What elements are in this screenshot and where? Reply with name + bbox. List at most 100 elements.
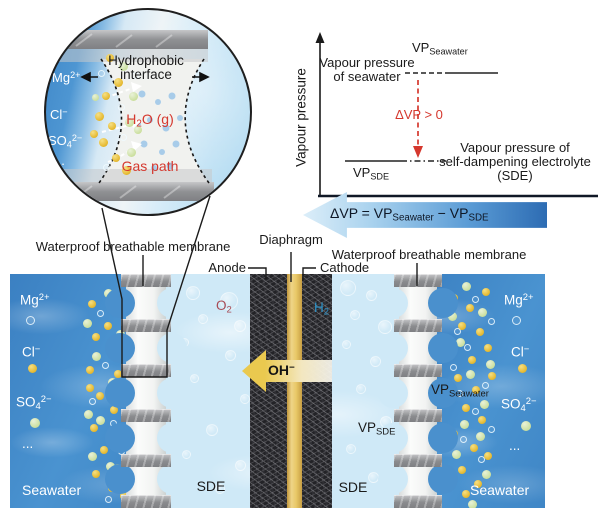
ion-dot: [83, 319, 92, 328]
ion-dot: [84, 410, 93, 419]
sde-label-right: SDE: [338, 479, 368, 495]
ion-dot: [95, 112, 104, 121]
more-ions-label-right: ...: [509, 438, 521, 453]
ion-dot: [462, 490, 470, 498]
mg-ion-label-right: Mg2+: [504, 292, 534, 308]
ion-dot: [478, 416, 486, 424]
membrane-notch: [378, 423, 408, 453]
waterproof-breathable-membrane-right: [378, 274, 458, 508]
bar-streaks: [75, 33, 181, 199]
ion-dot: [92, 352, 101, 361]
inset-cl-ion-label: Cl−: [50, 107, 68, 123]
inset-bottom-bar-shadow: [50, 169, 212, 182]
ion-dot: [480, 400, 489, 409]
membrane-bar: [121, 454, 171, 467]
bubble: [215, 484, 225, 494]
graph-seawater-desc-line2: of seawater: [333, 69, 401, 84]
delta-vp-formula: ΔVP = VPSeawater − VPSDE: [330, 205, 489, 224]
ion-dot: [448, 312, 457, 321]
ion-dot: [86, 384, 94, 392]
waterproof-membrane-label-right: Waterproof breathable membrane: [331, 247, 527, 262]
bubble: [240, 394, 250, 404]
bubble: [198, 314, 208, 324]
membrane-notch: [428, 378, 458, 408]
membrane-notch: [378, 378, 408, 408]
ion-dot: [484, 452, 492, 460]
hydrogen-label: H2: [314, 300, 329, 318]
seawater-label-left: Seawater: [22, 482, 82, 498]
bubble: [234, 320, 246, 332]
ion-dot: [96, 416, 105, 425]
bubble: [220, 292, 238, 310]
inset-bottom-membrane-bar: [48, 182, 214, 201]
hydrophobic-interface-label: Hydrophobic interface: [80, 54, 212, 82]
hydrophobic-line1: Hydrophobic: [108, 53, 184, 68]
membrane-bar: [121, 364, 171, 377]
inset-top-membrane-bar: [48, 30, 208, 49]
membrane-bar: [394, 319, 442, 332]
ion-dot: [99, 138, 108, 147]
seawater-label-right: Seawater: [470, 482, 530, 498]
membrane-bar: [394, 454, 442, 467]
ion-dot: [456, 338, 465, 347]
ion-dot: [104, 322, 112, 330]
ion-dot: [482, 470, 491, 479]
bubble: [378, 320, 392, 334]
membrane-notch: [157, 288, 187, 318]
ion-dot: [92, 470, 100, 478]
graph-delta-vp-note: ΔVP > 0: [395, 107, 443, 122]
ion-dot: [88, 300, 96, 308]
diaphragm: [287, 274, 302, 508]
waterproof-breathable-membrane-left: [105, 274, 187, 508]
membrane-notch: [105, 378, 135, 408]
oh-ion-label: OH−: [268, 362, 295, 378]
ion-dot: [458, 466, 466, 474]
inset-graphics: [48, 30, 214, 201]
ion-dot: [466, 304, 474, 312]
ion-dot: [96, 392, 104, 400]
ion-dot: [106, 54, 114, 62]
ion-dot: [28, 364, 37, 373]
ion-dot: [482, 288, 490, 296]
mg-ion-label-left: Mg2+: [20, 292, 50, 308]
ion-dot: [454, 374, 462, 382]
vp-seawater-cell-label: VPSeawater: [431, 382, 489, 400]
ion-dot: [134, 126, 142, 134]
membrane-bar: [394, 364, 442, 377]
ion-dot: [470, 444, 478, 452]
hydroxide-transport-arrow: OH−: [242, 350, 332, 392]
membrane-notch: [157, 333, 187, 363]
graph-sde-desc-line2: self-dampening electrolyte: [439, 154, 591, 169]
vapour-pressure-graph: [315, 32, 598, 198]
ion-dot: [127, 148, 136, 157]
ion-dot: [486, 360, 495, 369]
ion-dot: [476, 432, 485, 441]
vp-sde-cell-label: VPSDE: [358, 420, 396, 438]
ion-dot: [92, 94, 99, 101]
ion-dot: [478, 456, 485, 463]
ion-dot: [129, 92, 138, 101]
inset-mg-ion-label: Mg2+: [52, 70, 81, 86]
ion-dot: [120, 134, 127, 141]
ion-dot: [110, 406, 118, 414]
ion-dot: [460, 420, 469, 429]
membrane-notch: [378, 464, 408, 494]
ion-dot: [464, 344, 471, 351]
ion-dot: [484, 344, 492, 352]
so4-ion-label-right: SO42−: [501, 396, 537, 414]
ion-dot: [112, 154, 120, 162]
membrane-notch: [105, 288, 135, 318]
membrane-bar: [394, 409, 442, 422]
ion-dot: [450, 364, 457, 371]
ion-dot: [468, 500, 477, 508]
ion-dot: [92, 333, 100, 341]
bubble: [366, 290, 377, 301]
ion-dot: [460, 436, 467, 443]
ion-dot: [472, 296, 479, 303]
ion-dot: [462, 282, 471, 291]
ion-dot: [488, 318, 495, 325]
membrane-bar: [121, 495, 171, 508]
graph-vp-seawater-label: VPSeawater: [412, 40, 468, 57]
membrane-notch: [428, 288, 458, 318]
